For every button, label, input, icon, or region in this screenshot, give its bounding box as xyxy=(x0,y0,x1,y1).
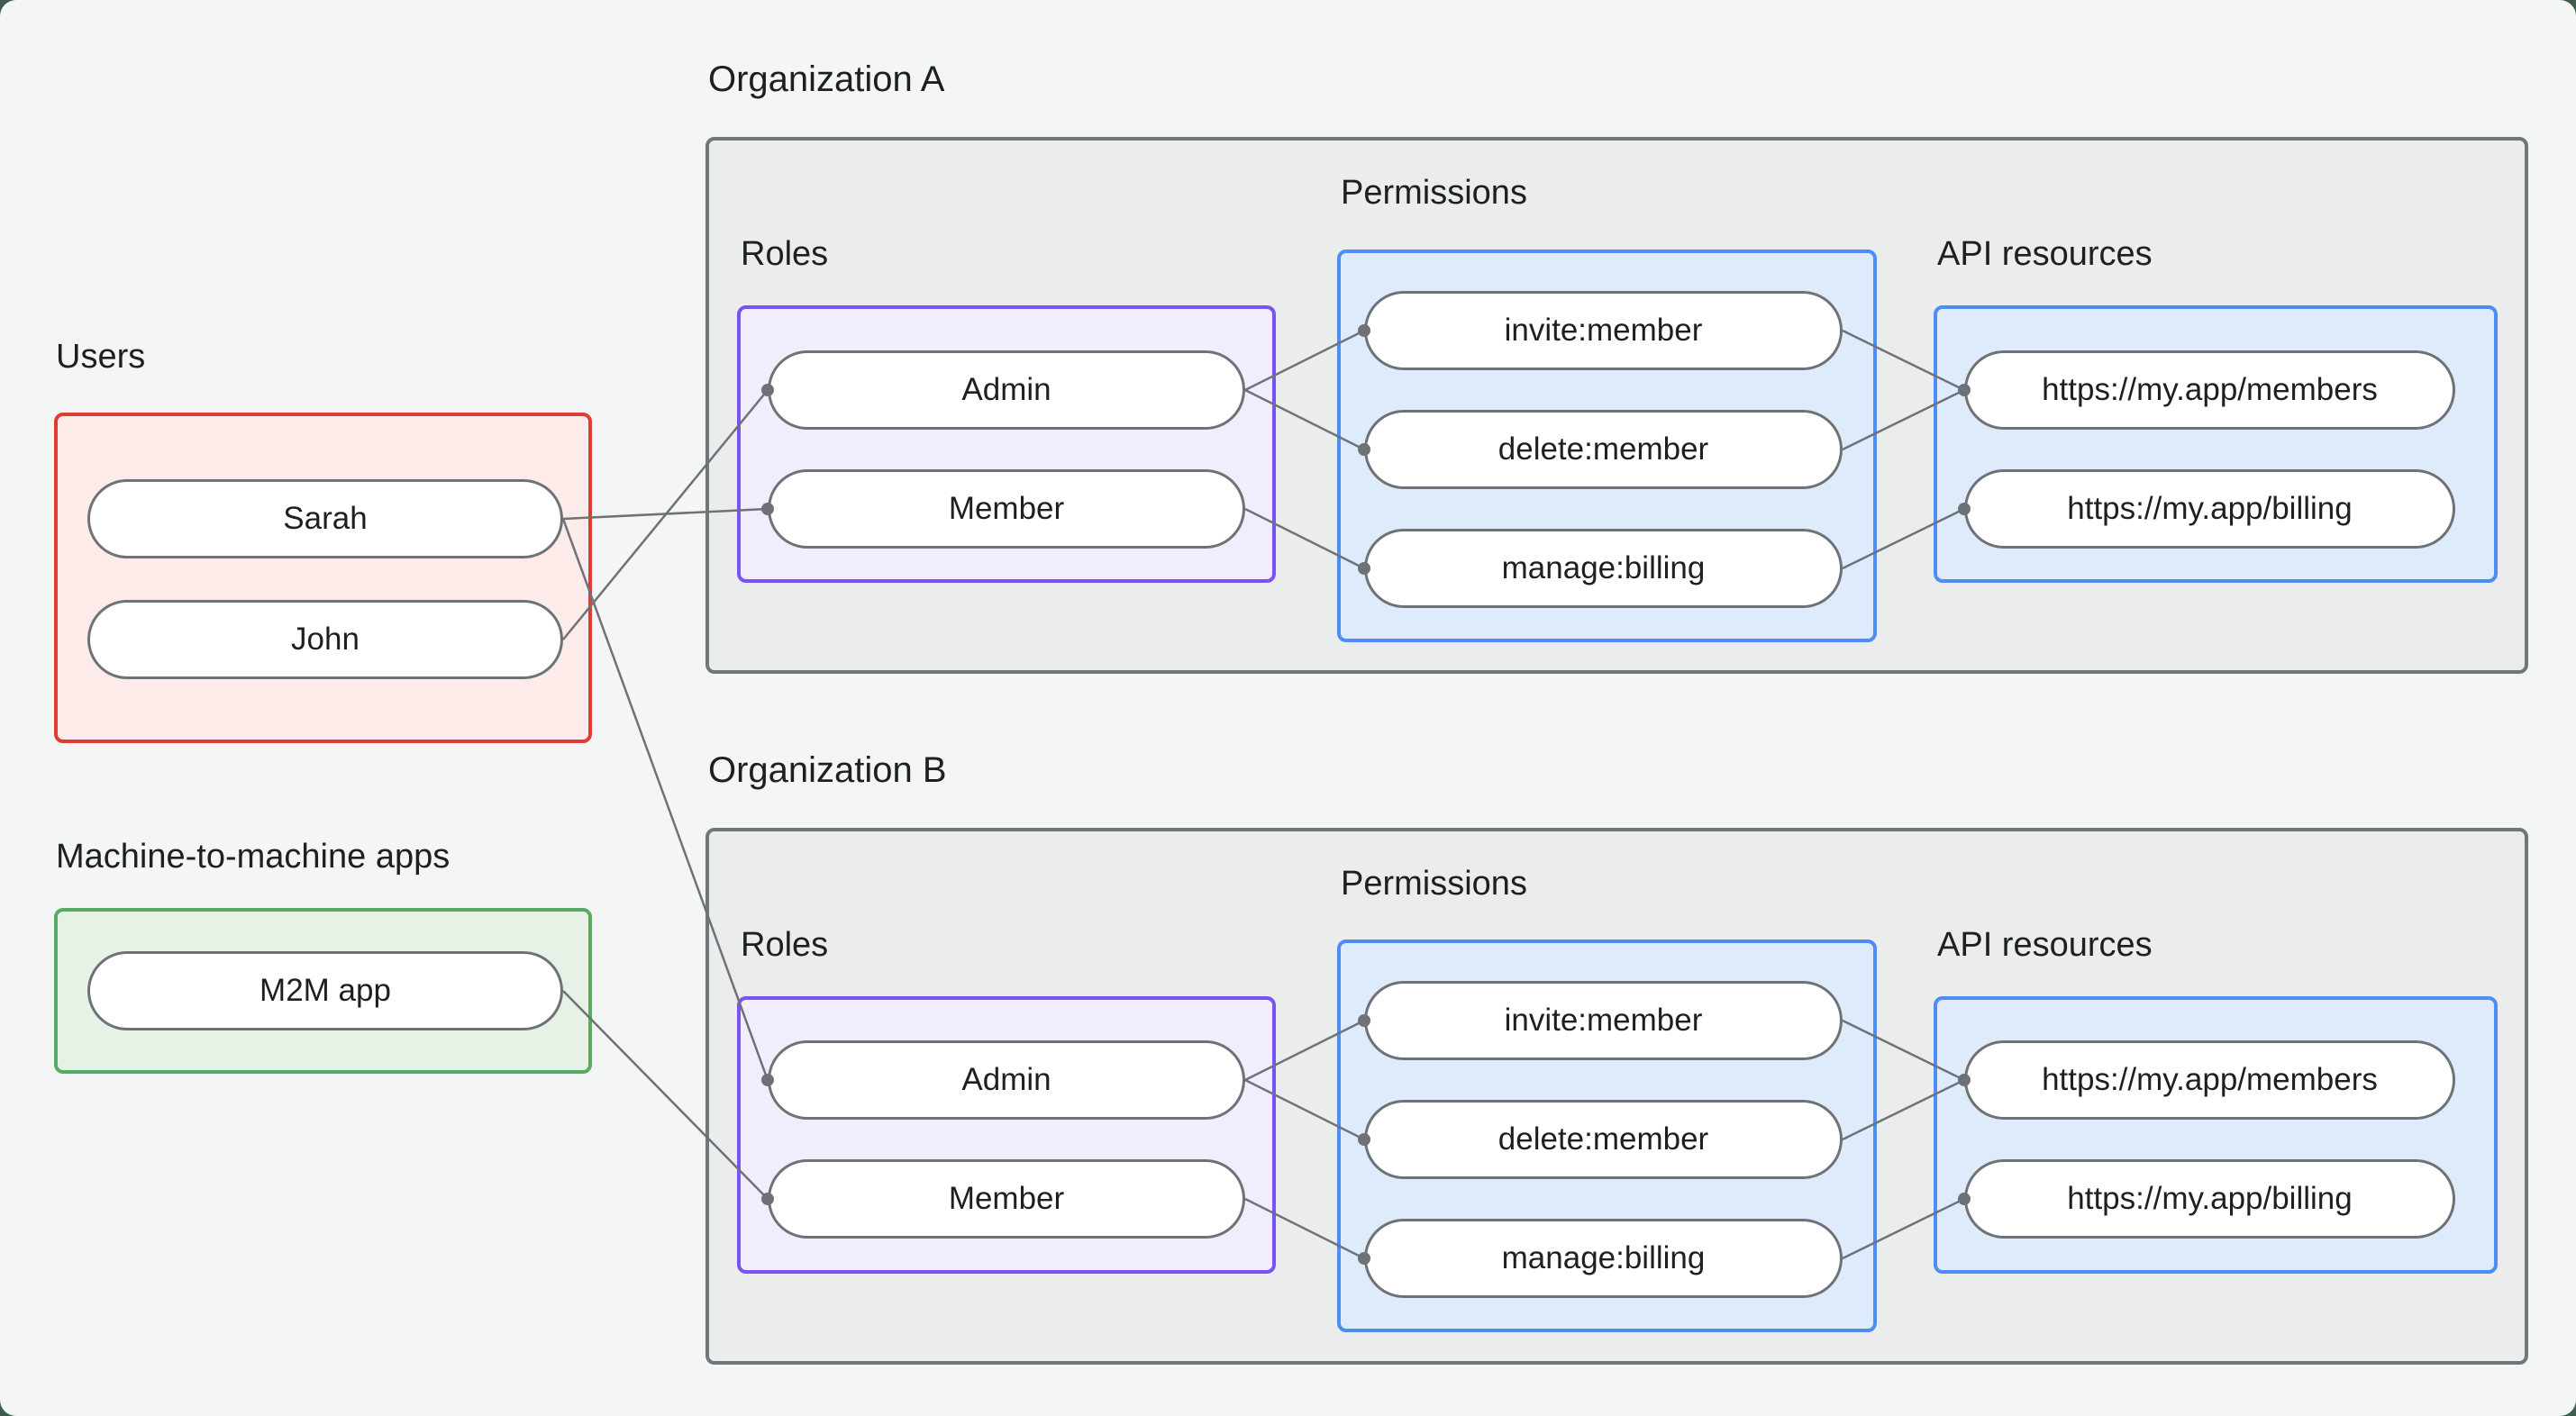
org-a-api-billing-node: https://my.app/billing xyxy=(1964,469,2455,549)
org-a-roles-label: Roles xyxy=(741,235,829,273)
org-a-role-member-node: Member xyxy=(768,469,1245,549)
m2m-app-node: M2M app xyxy=(87,951,563,1030)
org-a-title: Organization A xyxy=(708,59,945,99)
user-node-john: John xyxy=(87,600,563,679)
user-node-sarah: Sarah xyxy=(87,479,563,558)
org-a-permission-delete-node: delete:member xyxy=(1364,410,1843,489)
org-b-api-members-node: https://my.app/members xyxy=(1964,1040,2455,1120)
org-a-permission-invite-node: invite:member xyxy=(1364,291,1843,370)
org-b-roles-label: Roles xyxy=(741,926,829,964)
org-a-api-members-node: https://my.app/members xyxy=(1964,350,2455,430)
org-b-permission-delete-node: delete:member xyxy=(1364,1100,1843,1179)
org-b-role-member-node: Member xyxy=(768,1159,1245,1239)
users-group-label: Users xyxy=(56,338,146,376)
org-b-title: Organization B xyxy=(708,750,947,790)
org-a-permissions-label: Permissions xyxy=(1341,174,1527,212)
org-a-role-admin-node: Admin xyxy=(768,350,1245,430)
org-b-api-resources-label: API resources xyxy=(1937,926,2153,964)
org-b-api-billing-node: https://my.app/billing xyxy=(1964,1159,2455,1239)
org-a-permission-manage-node: manage:billing xyxy=(1364,529,1843,608)
users-group-box xyxy=(54,413,592,743)
org-b-permissions-label: Permissions xyxy=(1341,865,1527,903)
org-b-permission-manage-node: manage:billing xyxy=(1364,1219,1843,1298)
m2m-group-label: Machine-to-machine apps xyxy=(56,838,451,876)
org-b-role-admin-node: Admin xyxy=(768,1040,1245,1120)
org-a-api-resources-label: API resources xyxy=(1937,235,2153,273)
org-b-permission-invite-node: invite:member xyxy=(1364,981,1843,1060)
